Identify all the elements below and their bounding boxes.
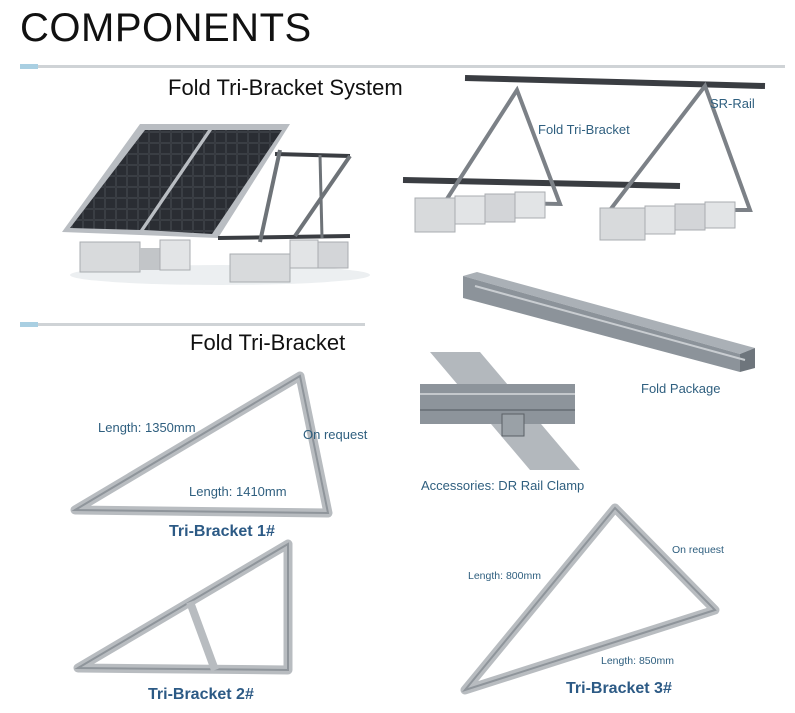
tri-bracket-3-note: On request bbox=[672, 544, 724, 556]
section-title-system: Fold Tri-Bracket System bbox=[168, 75, 403, 100]
callout-accessories: Accessories: DR Rail Clamp bbox=[421, 478, 585, 493]
tri-bracket-1-length-a: Length: 1350mm bbox=[98, 420, 196, 435]
divider-middle bbox=[20, 323, 365, 326]
divider-middle-accent bbox=[20, 322, 38, 327]
tri-bracket-1-length-b: Length: 1410mm bbox=[189, 484, 287, 499]
tri-bracket-3-length-a: Length: 800mm bbox=[468, 570, 541, 582]
frame-system-image bbox=[402, 75, 766, 241]
fold-package-image bbox=[463, 272, 755, 372]
tri-bracket-2-label: Tri-Bracket 2# bbox=[148, 686, 254, 703]
tri-bracket-2-image bbox=[73, 539, 293, 675]
section-title-bracket: Fold Tri-Bracket bbox=[190, 330, 346, 355]
page-title: COMPONENTS bbox=[20, 6, 312, 50]
tri-bracket-3-image bbox=[460, 503, 720, 695]
callout-fold-tri-bracket: Fold Tri-Bracket bbox=[538, 122, 630, 137]
tri-bracket-3-length-b: Length: 850mm bbox=[601, 655, 674, 667]
callout-sr-rail: SR-Rail bbox=[710, 96, 755, 111]
tri-bracket-3-label: Tri-Bracket 3# bbox=[566, 680, 672, 697]
callout-fold-package: Fold Package bbox=[641, 381, 721, 396]
rail-clamp-image bbox=[420, 352, 580, 470]
tri-bracket-1-note: On request bbox=[303, 427, 368, 442]
tri-bracket-1-label: Tri-Bracket 1# bbox=[169, 523, 275, 540]
divider-top-accent bbox=[20, 64, 38, 69]
tri-bracket-1-image bbox=[70, 371, 333, 518]
solar-panel-system-image bbox=[62, 124, 370, 285]
divider-top bbox=[20, 65, 785, 68]
